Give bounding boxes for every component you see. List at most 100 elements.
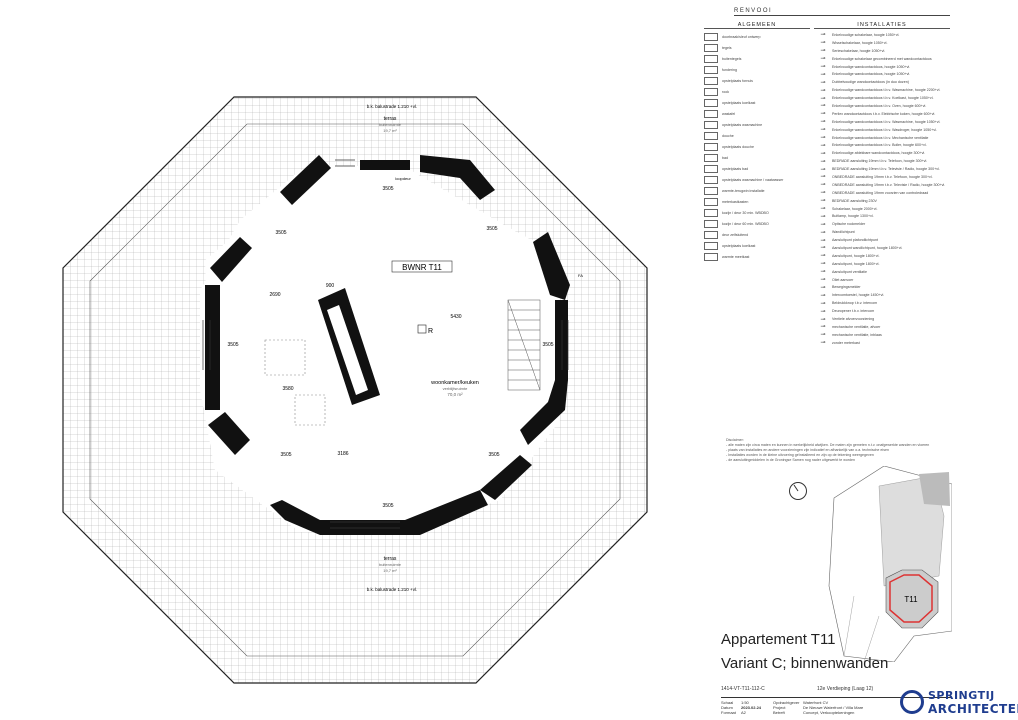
installation-symbol-icon: ⊸ <box>820 56 826 63</box>
legend-item-label: wastafel <box>722 111 736 116</box>
legend-item-label: Enkelvoudige wandcontactdoos, hoogte 105… <box>832 64 911 69</box>
r-label: R <box>428 328 433 335</box>
drawing-number: 1414-VT-T11-112-C <box>721 686 765 692</box>
legend-item-label: ONBEDRADE aansluiting 19mm voorzien van … <box>832 190 929 195</box>
installation-symbol-icon: ⊸ <box>820 198 826 205</box>
installation-symbol-icon: ⊸ <box>820 253 826 260</box>
installation-symbol-icon: ⊸ <box>820 292 826 299</box>
installation-symbol-icon: ⊸ <box>820 142 826 149</box>
legend-item-label: meterkastkasten <box>722 199 749 204</box>
legend-installatie-item: ⊸BEDRADE aansluiting 19mm t.b.v. Telefoo… <box>814 157 950 165</box>
fa-label: FA <box>578 273 583 278</box>
legend-item-label: warmte meetkast <box>722 254 750 259</box>
legend-installatie-item: ⊸Aansluitpunt ventilatie <box>814 268 950 276</box>
installation-symbol-icon: ⊸ <box>820 206 826 213</box>
dim-bottom: 3505 <box>382 503 393 509</box>
dim-3505-left: 3505 <box>227 342 238 348</box>
installation-symbol-icon: ⊸ <box>820 103 826 110</box>
legend-algemeen-item: kozijn / deur 60 min. WBDBO <box>704 218 810 229</box>
note-line: Disclaimer: <box>726 438 744 442</box>
legend-item-label: Enkelvoudige wandcontactdoos t.b.v. Mech… <box>832 135 929 140</box>
legend-algemeen-item: opstelplaats wasmachine <box>704 119 810 130</box>
legend-algemeen-item: wastafel <box>704 108 810 119</box>
installation-symbol-icon: ⊸ <box>820 127 826 134</box>
legend-item-label: BEDRADE aansluiting 19mm t.b.v. Telefoon… <box>832 159 928 164</box>
inner-terrace-edge <box>89 123 621 657</box>
legend-item-label: Beldrukkknop t.b.v. intercom <box>832 301 878 306</box>
legend-symbol-icon <box>704 131 718 140</box>
installation-symbol-icon: ⊸ <box>820 32 826 39</box>
installation-symbol-icon: ⊸ <box>820 150 826 157</box>
dim-3505-tr: 3505 <box>486 226 497 232</box>
installation-symbol-icon: ⊸ <box>820 245 826 252</box>
legend-item-label: BEDRADE aansluiting 230V <box>832 198 877 203</box>
formaat-label: Formaat <box>721 710 736 715</box>
legend-algemeen-item: warmte meetkast <box>704 251 810 262</box>
installation-symbol-icon: ⊸ <box>820 40 826 47</box>
legend-item-label: opstelplaats koelkast <box>722 100 756 105</box>
legend-installatie-item: ⊸Serieschakelaar, hoogte 1050+vl. <box>814 47 950 55</box>
legend-installatie-item: ⊸Oliet aanvoer <box>814 276 950 284</box>
legend-symbol-icon <box>704 197 718 206</box>
legend-algemeen-item: opstelplaats bad <box>704 163 810 174</box>
legend-installatie-item: ⊸Aansluitpunt plafondlichtpunt <box>814 236 950 244</box>
legend-installatie-item: ⊸Enkelvoudige wandcontactdoos t.b.v. Mec… <box>814 134 950 142</box>
legend-item-label: zonder meterkast <box>832 340 860 345</box>
legend-installatie-item: ⊸Wandlichtpunt <box>814 228 950 236</box>
legend-item-label: ONBEDRADE aansluiting 19mm t.b.v. Televi… <box>832 182 946 187</box>
legend-item-label: Enkelvoudige schakelaar, hoogte 1050+vl. <box>832 32 900 37</box>
installation-symbol-icon: ⊸ <box>820 182 826 189</box>
legend-item-label: ONBEDRADE aansluiting 19mm t.b.v. Telefo… <box>832 174 933 179</box>
windows <box>202 159 569 529</box>
legend-algemeen-item: fundering <box>704 64 810 75</box>
opdrachtgever-value: Waterfront CV <box>803 700 829 705</box>
installation-symbol-icon: ⊸ <box>820 95 826 102</box>
installation-symbol-icon: ⊸ <box>820 119 826 126</box>
legend-item-label: Intercomtoestel, hoogte 1450+vl. <box>832 293 885 298</box>
legend-item-label: opstelplaats wasmachine <box>722 122 763 127</box>
legend-installatie-item: ⊸mechanische ventilatie, afvoer <box>814 323 950 331</box>
logo-line2: ARCHITECTEN <box>928 702 1018 716</box>
legend-item-label: opstelplaats wasmachine / vaatwasser <box>722 177 784 182</box>
legend-installatie-item: ⊸Enkelvoudige wandcontactdoos, hoogte 10… <box>814 70 950 78</box>
legend-installatie-item: ⊸ Intercomtoestel, hoogte 1450+vl. <box>814 291 950 299</box>
legend-item-label: Wandlichtpunt <box>832 230 855 235</box>
legend-algemeen-item: deur zelfsluitend <box>704 229 810 240</box>
legend-installatie-item: ⊸ONBEDRADE aansluiting 19mm t.b.v. Telef… <box>814 173 950 181</box>
balustrade-top: b.k. balustrade 1.210 +vl. <box>367 104 417 109</box>
legend-installatie-item: ⊸Perilex wandcontactdoos t.b.v. Elektris… <box>814 110 950 118</box>
opdrachtgever-label: Opdrachtgever <box>773 700 800 705</box>
legend-item-label: Aansluitpunt wandlichtpunt, hoogte 1800+… <box>832 245 903 250</box>
legend-item-label: rook <box>722 89 729 94</box>
legend-algemeen-item: meterkastkasten <box>704 196 810 207</box>
legend-symbol-icon <box>704 164 718 173</box>
installation-symbol-icon: ⊸ <box>820 261 826 268</box>
dim-3505-bl: 3505 <box>280 452 291 458</box>
dim-900: 900 <box>326 283 335 289</box>
dim-3580: 3580 <box>282 386 293 392</box>
legend-installatie-item: ⊸ Aansluitpunt wandlichtpunt, hoogte 1800… <box>814 244 950 252</box>
sitemap-label: T11 <box>904 595 918 604</box>
note-line: - Installaties worden in de kleine uitvo… <box>726 453 874 457</box>
legend-installatie-item: ⊸Enkelvoudige wandcontactdoos t.b.v. Boi… <box>814 141 950 149</box>
legend-symbol-icon <box>704 109 718 118</box>
terras-top-area: 19,7 m² <box>383 128 397 133</box>
legend-installatie-item: ⊸BEDRADE aansluiting 19mm t.b.v. Televis… <box>814 165 950 173</box>
legend-item-label: Enkelvoudige schakelaar gecombineerd met… <box>832 56 932 61</box>
drawing-level: 12e Verdieping (Laag 12) <box>817 686 874 692</box>
legend-installatie-item: ⊸Enkelvoudige afdekbare wandcontactdoos,… <box>814 149 950 157</box>
legend-algemeen-item: douche <box>704 130 810 141</box>
legend-installatie-item: ⊸Enkelvoudige wandcontactdoos t.b.v. Ove… <box>814 102 950 110</box>
legend-symbol-icon <box>704 230 718 239</box>
legend-item-label: Deuropener t.b.v. intercom <box>832 309 875 314</box>
legend-symbol-icon <box>704 65 718 74</box>
installation-symbol-icon: ⊸ <box>820 221 826 228</box>
installation-symbol-icon: ⊸ <box>820 166 826 173</box>
legend-item-label: douche <box>722 133 734 138</box>
title-block: 1414-VT-T11-112-C 12e Verdieping (Laag 1… <box>721 686 951 692</box>
legend-item-label: Wisselschakelaar, hoogte 1050+vl. <box>832 40 888 45</box>
legend-symbol-icon <box>704 186 718 195</box>
legend-symbol-icon <box>704 32 718 41</box>
legend-algemeen-item: opstelplaats fornuis <box>704 75 810 86</box>
